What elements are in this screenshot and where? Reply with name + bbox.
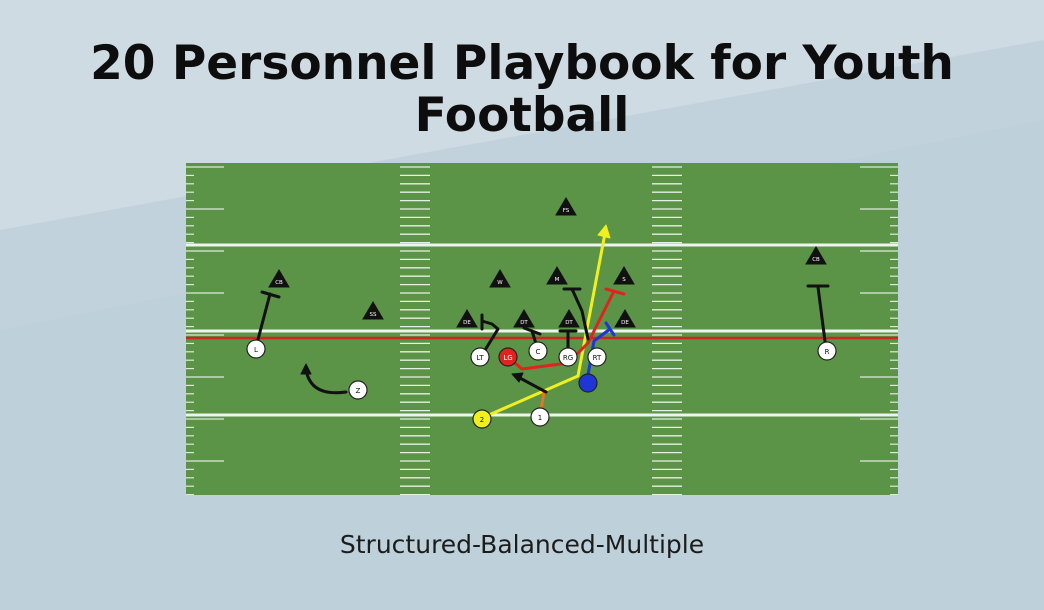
route-z-arrowhead (300, 363, 312, 375)
title-line-2: Football (414, 88, 630, 143)
block-r (806, 284, 830, 351)
offense-player-label: LG (503, 354, 512, 362)
offense-player-label: Z (356, 387, 361, 395)
defense-player-triangle (362, 301, 384, 320)
offense-player-label: LT (476, 354, 484, 362)
offense-player-circle (528, 341, 548, 361)
offense-player-circle (587, 347, 607, 367)
offense-player-qb (578, 373, 598, 393)
defense-player-triangle (614, 309, 636, 328)
offense-player-circle (246, 339, 266, 359)
defense-player-label: SS (370, 312, 377, 318)
defense-player-label: W (497, 280, 503, 286)
offense-player-label: R (825, 348, 830, 356)
defense-player-label: CB (275, 280, 283, 286)
defense-player-cb: CB (268, 269, 290, 288)
offense-player-circle (558, 347, 578, 367)
offense-player-rg: RG (558, 347, 578, 367)
offense-player-2: 2 (472, 409, 492, 429)
defense-player-label: DT (520, 320, 528, 326)
defense-player-label: M (555, 277, 560, 283)
offense-player-circle (817, 341, 837, 361)
defense-player-w: W (489, 269, 511, 288)
page-subtitle: Structured-Balanced-Multiple (339, 530, 705, 559)
defense-player-cb: CB (805, 246, 827, 265)
block-l (254, 290, 281, 349)
offense-player-label: L (254, 346, 258, 354)
field-turf (186, 163, 898, 495)
defense-player-m: M (546, 266, 568, 285)
defense-player-label: DE (621, 320, 629, 326)
defense-player-label: CB (812, 257, 820, 263)
offense-player-label: C (536, 348, 541, 356)
offense-player-z: Z (348, 380, 368, 400)
defense-player-s: S (613, 266, 635, 285)
defense-player-triangle (613, 266, 635, 285)
play-diagram-field: L Z LT LG C RG RT 1 2 R FS CB SS W M S CB DE DT DT DE (186, 163, 898, 495)
offense-player-lt: LT (470, 347, 490, 367)
offense-player-circle (470, 347, 490, 367)
defense-player-triangle (268, 269, 290, 288)
offense-player-r: R (817, 341, 837, 361)
offense-player-label: 1 (538, 414, 542, 422)
players: L Z LT LG C RG RT 1 2 R FS CB SS W M S CB DE DT DT DE (246, 197, 837, 429)
block-lt (480, 313, 500, 357)
defense-player-triangle (555, 197, 577, 216)
route-blue-block (604, 321, 616, 337)
defense-player-triangle (513, 309, 535, 328)
title-line-1: 20 Personnel Playbook for Youth (90, 36, 954, 91)
route-red-block (604, 287, 626, 296)
offense-player-l: L (246, 339, 266, 359)
offense-player-1: 1 (530, 407, 550, 427)
route-yellow-arrowhead (597, 224, 611, 239)
offense-player-rt: RT (587, 347, 607, 367)
defense-player-de: DE (456, 309, 478, 328)
offense-player-circle (348, 380, 368, 400)
route-yellow (480, 226, 608, 420)
defense-player-label: DE (463, 320, 471, 326)
defense-player-triangle (546, 266, 568, 285)
route-blue (586, 327, 612, 377)
offense-player-c: C (528, 341, 548, 361)
offense-player-circle (498, 347, 518, 367)
route-rb1-arrowhead (511, 372, 524, 383)
defense-player-fs: FS (555, 197, 577, 216)
block-rt (562, 287, 590, 341)
offense-player-label: RT (593, 354, 602, 362)
offense-player-lg: LG (498, 347, 518, 367)
page-title: 20 Personnel Playbook for Youth Football (0, 38, 1044, 142)
offense-player-circle (472, 409, 492, 429)
defense-player-label: FS (563, 208, 570, 214)
offense-player-circle (578, 373, 598, 393)
defense-player-triangle (805, 246, 827, 265)
defense-player-label: DT (565, 320, 573, 326)
defense-player-label: S (622, 277, 626, 283)
offense-player-label: 2 (480, 416, 484, 424)
defense-player-triangle (489, 269, 511, 288)
defense-player-dt: DT (558, 309, 580, 328)
defense-player-dt: DT (513, 309, 535, 328)
defense-player-ss: SS (362, 301, 384, 320)
defense-player-triangle (456, 309, 478, 328)
defense-player-triangle (558, 309, 580, 328)
offense-player-circle (530, 407, 550, 427)
offense-player-label: RG (563, 354, 573, 362)
route-rb1 (516, 375, 548, 394)
defense-player-de: DE (614, 309, 636, 328)
